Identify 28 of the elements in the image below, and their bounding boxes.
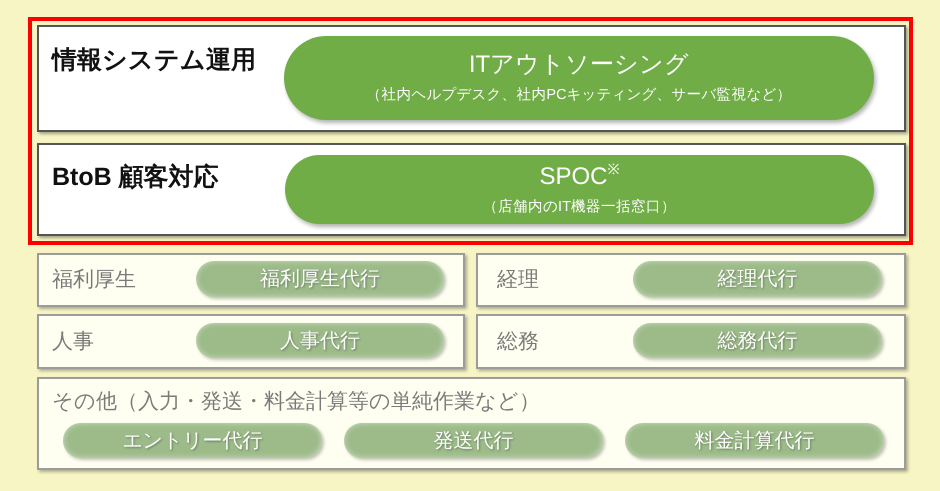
service-pill <box>285 155 874 224</box>
service-pill <box>284 36 874 120</box>
service-pill: 福利厚生代行 <box>196 261 444 297</box>
category-label: 経理 <box>497 268 539 292</box>
category-panel <box>37 253 465 307</box>
category-panel <box>37 377 906 470</box>
category-heading: 情報システム運用 <box>52 46 256 74</box>
category-label: 総務 <box>497 330 539 354</box>
service-pill: エントリー代行 <box>63 423 322 458</box>
service-note: （店舗内のIT機器一括窓口） <box>483 198 676 216</box>
service-pill: 料金計算代行 <box>625 423 884 458</box>
service-title: ITアウトソーシング <box>468 50 690 80</box>
category-label: その他（入力・発送・料金計算等の単純作業など） <box>52 390 540 414</box>
category-label: 人事 <box>52 330 94 354</box>
category-panel <box>37 25 906 132</box>
service-note: （社内ヘルプデスク、社内PCキッティング、サーバ監視など） <box>366 86 792 105</box>
category-panel <box>37 314 465 369</box>
service-pill: 経理代行 <box>633 261 882 297</box>
service-pill: 人事代行 <box>196 323 444 358</box>
category-panel <box>37 143 906 236</box>
highlight-frame <box>28 17 913 245</box>
service-pill: 総務代行 <box>633 323 882 358</box>
category-heading: BtoB 顧客対応 <box>52 163 219 191</box>
service-title: SPOC$^{※}$ <box>539 162 620 192</box>
category-panel <box>476 314 906 369</box>
category-label: 福利厚生 <box>52 268 136 292</box>
category-panel <box>476 253 906 307</box>
service-pill: 発送代行 <box>344 423 603 458</box>
